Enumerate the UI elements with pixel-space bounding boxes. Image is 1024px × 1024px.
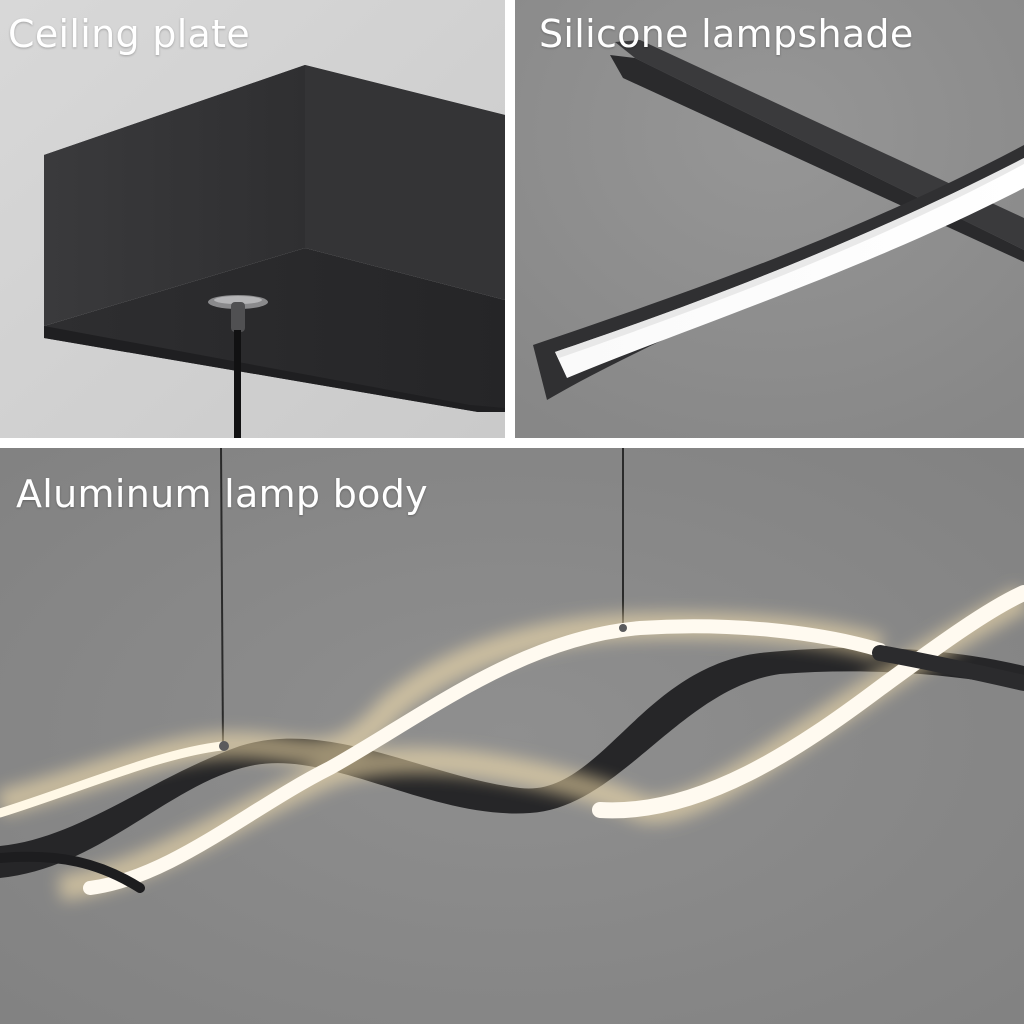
- silicone-lampshade-caption: Silicone lampshade: [539, 12, 914, 56]
- led-strip-left-arc: [0, 741, 227, 818]
- cable-grip: [231, 302, 245, 332]
- ceiling-plate-panel: Ceiling plate: [0, 0, 505, 438]
- led-strip-right-curve: [592, 585, 1024, 819]
- silicone-lampshade-photo: [515, 0, 1024, 438]
- led-strip-main-curve: [83, 619, 887, 895]
- aluminum-lamp-body-photo: [0, 448, 1024, 1024]
- suspension-cable: [234, 330, 241, 438]
- wire-clip-left: [219, 741, 229, 751]
- aluminum-lamp-body-caption: Aluminum lamp body: [16, 472, 428, 516]
- aluminum-lamp-body-panel: Aluminum lamp body: [0, 448, 1024, 1024]
- ceiling-plate-photo: [0, 0, 505, 438]
- silicone-lampshade-panel: Silicone lampshade: [515, 0, 1024, 438]
- plate-front-face: [44, 65, 305, 326]
- plate-right-face: [305, 65, 505, 300]
- wire-clip-right: [619, 624, 627, 632]
- plate-edge: [44, 326, 505, 412]
- suspension-wire-left: [220, 448, 224, 746]
- ceiling-plate-caption: Ceiling plate: [8, 12, 251, 56]
- plate-bottom-face: [44, 248, 505, 412]
